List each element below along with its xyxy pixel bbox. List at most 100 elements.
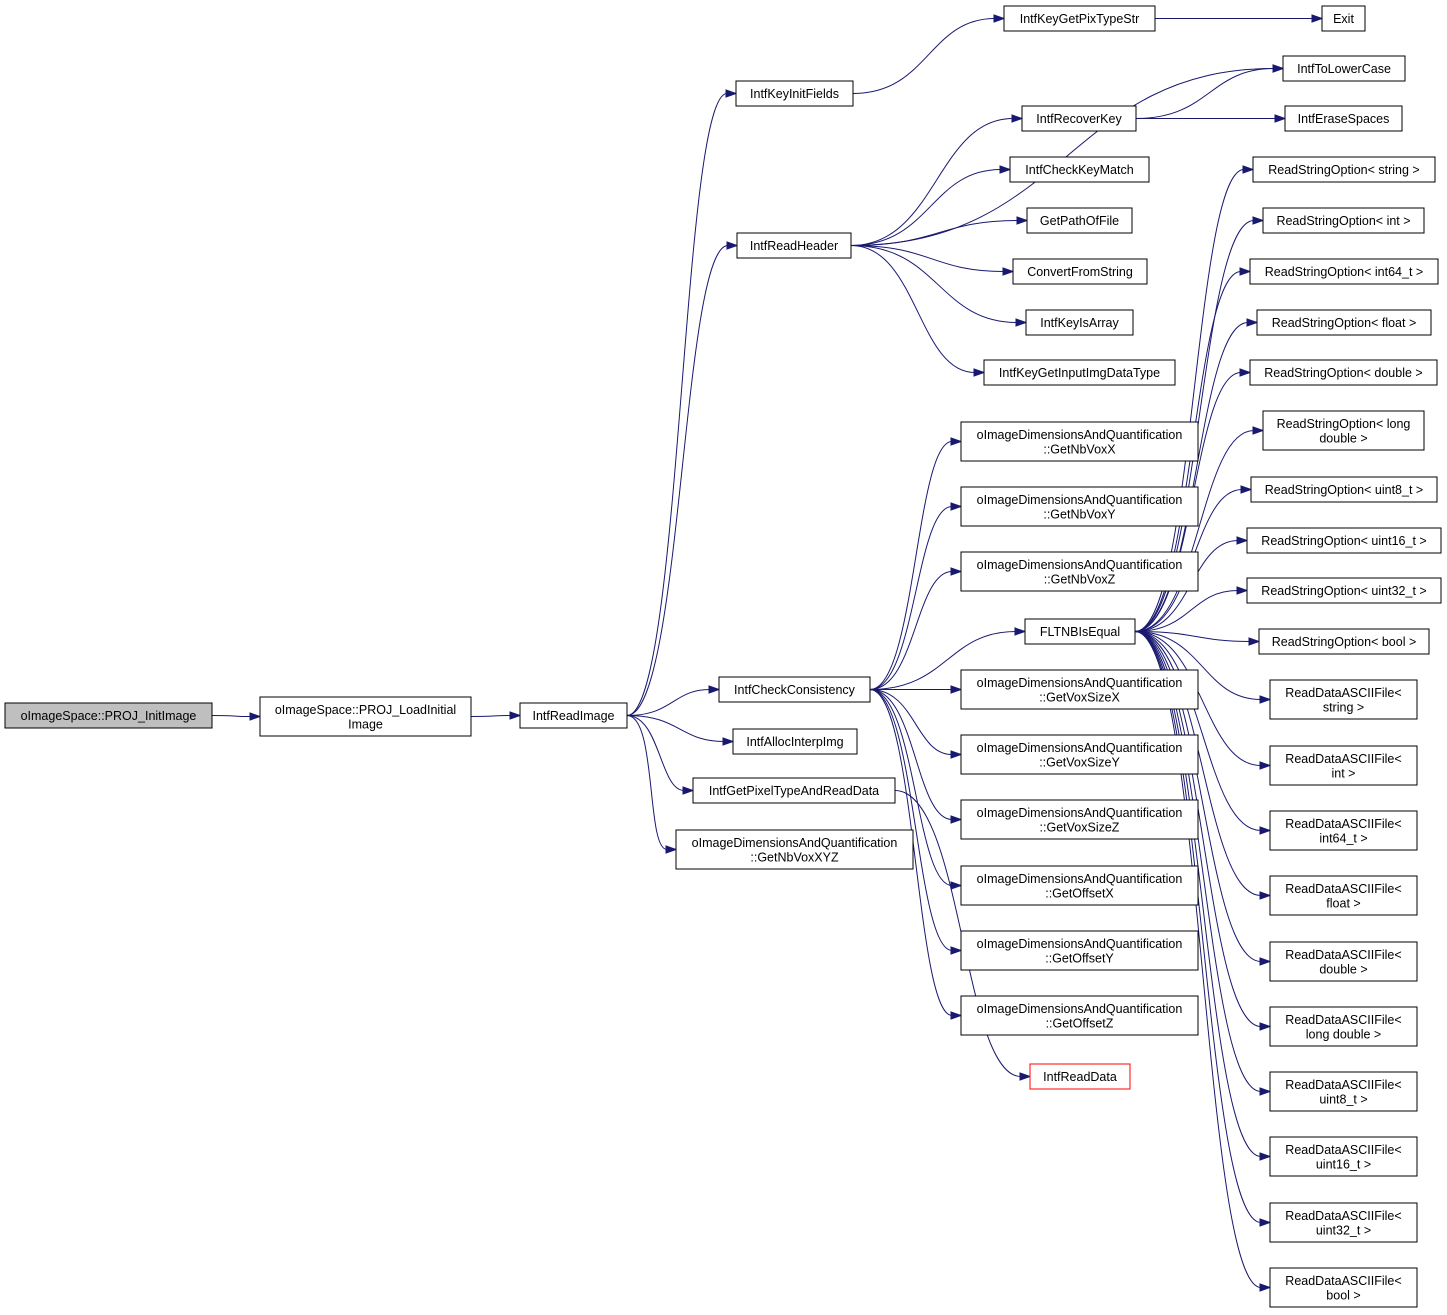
node-exit[interactable]: Exit [1321, 5, 1366, 32]
node-box [692, 777, 896, 804]
node-rda_uint32[interactable]: ReadDataASCIIFile<uint32_t > [1269, 1202, 1418, 1243]
node-tolower[interactable]: IntfToLowerCase [1282, 55, 1406, 82]
node-label: oImageDimensionsAndQuantification [977, 937, 1183, 951]
node-offsetx[interactable]: oImageDimensionsAndQuantification::GetOf… [960, 865, 1199, 906]
node-label: double > [1319, 431, 1367, 445]
node-label: ReadStringOption< uint32_t > [1261, 584, 1426, 598]
node-box [519, 702, 628, 729]
node-box [960, 669, 1199, 710]
node-box [1003, 5, 1156, 32]
edge-fltnb-to-rda_uint16 [1134, 631, 1272, 1161]
node-label: uint32_t > [1316, 1223, 1371, 1237]
node-rda_double[interactable]: ReadDataASCIIFile<double > [1269, 941, 1418, 982]
node-recoverkey[interactable]: IntfRecoverKey [1021, 105, 1137, 132]
node-rso_int64[interactable]: ReadStringOption< int64_t > [1249, 258, 1439, 285]
node-label: IntfReadHeader [750, 239, 838, 253]
node-checkkey[interactable]: IntfCheckKeyMatch [1009, 156, 1150, 183]
node-fltnb[interactable]: FLTNBIsEqual [1024, 618, 1136, 645]
node-nbvoxz[interactable]: oImageDimensionsAndQuantification::GetNb… [960, 551, 1199, 592]
edge-checkcons-to-offsetx [869, 689, 963, 890]
node-label: ::GetVoxSizeY [1039, 755, 1120, 769]
node-label: IntfReadData [1043, 1070, 1117, 1084]
node-keyinit[interactable]: IntfKeyInitFields [735, 80, 854, 107]
node-box [1269, 745, 1418, 786]
node-voxsizex[interactable]: oImageDimensionsAndQuantification::GetVo… [960, 669, 1199, 710]
node-rda_int[interactable]: ReadDataASCIIFile<int > [1269, 745, 1418, 786]
node-rso_bool[interactable]: ReadStringOption< bool > [1258, 628, 1430, 655]
node-voxsizey[interactable]: oImageDimensionsAndQuantification::GetVo… [960, 734, 1199, 775]
node-box [1269, 875, 1418, 916]
edge-checkcons-to-voxsizez [869, 689, 963, 824]
node-label: FLTNBIsEqual [1040, 625, 1120, 639]
node-rda_bool[interactable]: ReadDataASCIIFile<bool > [1269, 1267, 1418, 1308]
node-checkcons[interactable]: IntfCheckConsistency [718, 676, 871, 703]
node-keyinputtype[interactable]: IntfKeyGetInputImgDataType [983, 359, 1176, 386]
node-label: int > [1332, 766, 1356, 780]
node-rda_uint16[interactable]: ReadDataASCIIFile<uint16_t > [1269, 1136, 1418, 1177]
node-rda_int64[interactable]: ReadDataASCIIFile<int64_t > [1269, 810, 1418, 851]
node-box [1256, 309, 1432, 336]
node-nbvoxx[interactable]: oImageDimensionsAndQuantification::GetNb… [960, 421, 1199, 462]
node-label: IntfCheckKeyMatch [1025, 163, 1133, 177]
edge-fltnb-to-rda_string [1134, 631, 1272, 704]
node-label: ReadDataASCIIFile< [1285, 817, 1401, 831]
node-rso_uint32[interactable]: ReadStringOption< uint32_t > [1246, 577, 1442, 604]
node-readdata[interactable]: IntfReadData [1029, 1063, 1131, 1090]
node-label: oImageDimensionsAndQuantification [977, 1002, 1183, 1016]
node-label: ::GetOffsetX [1045, 886, 1114, 900]
node-label: ::GetNbVoxXYZ [750, 850, 839, 864]
node-rso_uint16[interactable]: ReadStringOption< uint16_t > [1246, 527, 1442, 554]
node-rso_int[interactable]: ReadStringOption< int > [1262, 207, 1425, 234]
node-box [960, 930, 1199, 971]
node-rda_string[interactable]: ReadDataASCIIFile<string > [1269, 679, 1418, 720]
edge-readhdr-to-pathfile [850, 216, 1029, 246]
node-box [1012, 258, 1148, 285]
node-box [960, 486, 1199, 527]
node-rda_uint8[interactable]: ReadDataASCIIFile<uint8_t > [1269, 1071, 1418, 1112]
node-label: ReadDataASCIIFile< [1285, 882, 1401, 896]
node-rso_double[interactable]: ReadStringOption< double > [1249, 359, 1438, 386]
node-label: Exit [1333, 12, 1354, 26]
edge-checkcons-to-nbvoxx [869, 437, 963, 690]
node-box [259, 696, 472, 737]
node-convfromstr[interactable]: ConvertFromString [1012, 258, 1148, 285]
node-rso_string[interactable]: ReadStringOption< string > [1252, 156, 1436, 183]
node-nbvoxxyz[interactable]: oImageDimensionsAndQuantification::GetNb… [675, 829, 914, 870]
edge-load-to-readimg [470, 711, 522, 720]
node-erasespaces[interactable]: IntfEraseSpaces [1284, 105, 1403, 132]
node-box [960, 799, 1199, 840]
node-rso_float[interactable]: ReadStringOption< float > [1256, 309, 1432, 336]
node-allocinterp[interactable]: IntfAllocInterpImg [732, 728, 858, 755]
node-rso_uint8[interactable]: ReadStringOption< uint8_t > [1250, 476, 1438, 503]
node-rda_longdouble[interactable]: ReadDataASCIIFile<long double > [1269, 1006, 1418, 1047]
node-label: ::GetOffsetZ [1046, 1016, 1114, 1030]
node-label: ReadDataASCIIFile< [1285, 686, 1401, 700]
edge-readhdr-to-checkkey [850, 165, 1012, 246]
node-rda_float[interactable]: ReadDataASCIIFile<float > [1269, 875, 1418, 916]
node-label: ReadStringOption< uint8_t > [1265, 483, 1423, 497]
node-label: ReadStringOption< long [1277, 417, 1411, 431]
edge-keyinit-to-keypixtype [852, 14, 1006, 94]
node-readimg[interactable]: IntfReadImage [519, 702, 628, 729]
node-keypixtype[interactable]: IntfKeyGetPixTypeStr [1003, 5, 1156, 32]
node-pathfile[interactable]: GetPathOfFile [1026, 207, 1133, 234]
node-getpixtype[interactable]: IntfGetPixelTypeAndReadData [692, 777, 896, 804]
node-root[interactable]: oImageSpace::PROJ_InitImage [4, 702, 213, 729]
node-readhdr[interactable]: IntfReadHeader [736, 232, 852, 259]
edge-fltnb-to-rda_int64 [1134, 631, 1272, 835]
edge-root-to-load [211, 712, 262, 721]
node-voxsizez[interactable]: oImageDimensionsAndQuantification::GetVo… [960, 799, 1199, 840]
node-keyisarray[interactable]: IntfKeyIsArray [1025, 309, 1134, 336]
node-label: int64_t > [1319, 831, 1367, 845]
node-label: long double > [1306, 1027, 1381, 1041]
node-label: ReadStringOption< uint16_t > [1261, 534, 1426, 548]
node-nbvoxy[interactable]: oImageDimensionsAndQuantification::GetNb… [960, 486, 1199, 527]
node-offsetz[interactable]: oImageDimensionsAndQuantification::GetOf… [960, 995, 1199, 1036]
node-label: oImageSpace::PROJ_LoadInitial [275, 703, 456, 717]
node-offsety[interactable]: oImageDimensionsAndQuantification::GetOf… [960, 930, 1199, 971]
node-box [1246, 527, 1442, 554]
node-label: IntfEraseSpaces [1298, 112, 1390, 126]
edge-fltnb-to-rda_double [1134, 631, 1272, 966]
